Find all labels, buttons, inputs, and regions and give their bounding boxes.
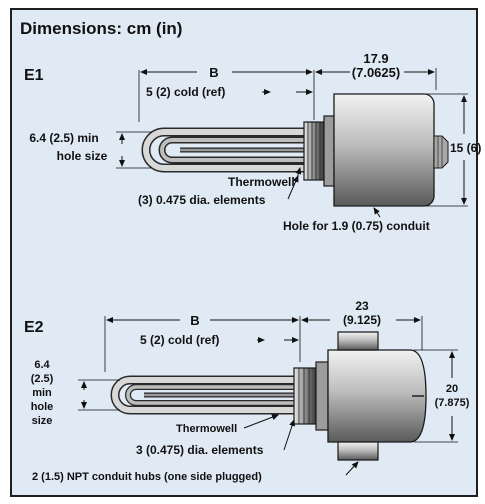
e2-heater-element (110, 375, 294, 415)
e1-thermowell-label: Thermowell (228, 175, 295, 189)
e1-height: 15 (6) (450, 141, 481, 155)
e1-elements-label: (3) 0.475 dia. elements (138, 193, 266, 207)
e2-dimension-b: B (190, 313, 199, 328)
e2-hole-size-line2: (2.5) (31, 373, 54, 385)
e1-threaded-fitting (303, 115, 335, 187)
e2-elements-label: 3 (0.475) dia. elements (136, 443, 264, 457)
e2-hubs-label: 2 (1.5) NPT conduit hubs (one side plugg… (32, 471, 262, 483)
e2-terminal-housing (327, 331, 427, 461)
e2-hole-size-line1: 6.4 (34, 359, 50, 371)
e2-hole-size-line5: size (32, 415, 53, 427)
e1-terminal-housing (333, 93, 449, 207)
dimensions-panel: Dimensions: cm (in) E1 B 5 (2) cold (ref… (10, 8, 481, 497)
e1-hole-size-line1: 6.4 (2.5) min (29, 131, 98, 145)
e2-height-cm: 20 (446, 383, 458, 395)
e2-threaded-fitting (293, 361, 329, 431)
e1-cold-length: 5 (2) cold (ref) (146, 85, 225, 99)
e1-dimension-b: B (209, 65, 218, 80)
page-title: Dimensions: cm (in) (20, 19, 182, 38)
e1-conduit-label: Hole for 1.9 (0.75) conduit (283, 219, 430, 233)
e2-hole-size-line4: hole (31, 401, 54, 413)
e2-hole-size-line3: min (32, 387, 52, 399)
e1-label: E1 (24, 67, 44, 84)
e2-thermowell-label: Thermowell (176, 423, 237, 435)
e1-hole-size-line2: hole size (57, 149, 108, 163)
e2-cold-length: 5 (2) cold (ref) (140, 333, 219, 347)
e2-height-in: (7.875) (435, 397, 470, 409)
e2-label: E2 (24, 319, 44, 336)
e1-length-in: (7.0625) (352, 65, 400, 80)
dimensions-drawing: Dimensions: cm (in) E1 B 5 (2) cold (ref… (20, 19, 481, 483)
e2-length-in: (9.125) (343, 313, 381, 327)
e1-length-cm: 17.9 (363, 51, 388, 66)
e1-heater-element (141, 127, 304, 173)
e2-length-cm: 23 (355, 299, 369, 313)
